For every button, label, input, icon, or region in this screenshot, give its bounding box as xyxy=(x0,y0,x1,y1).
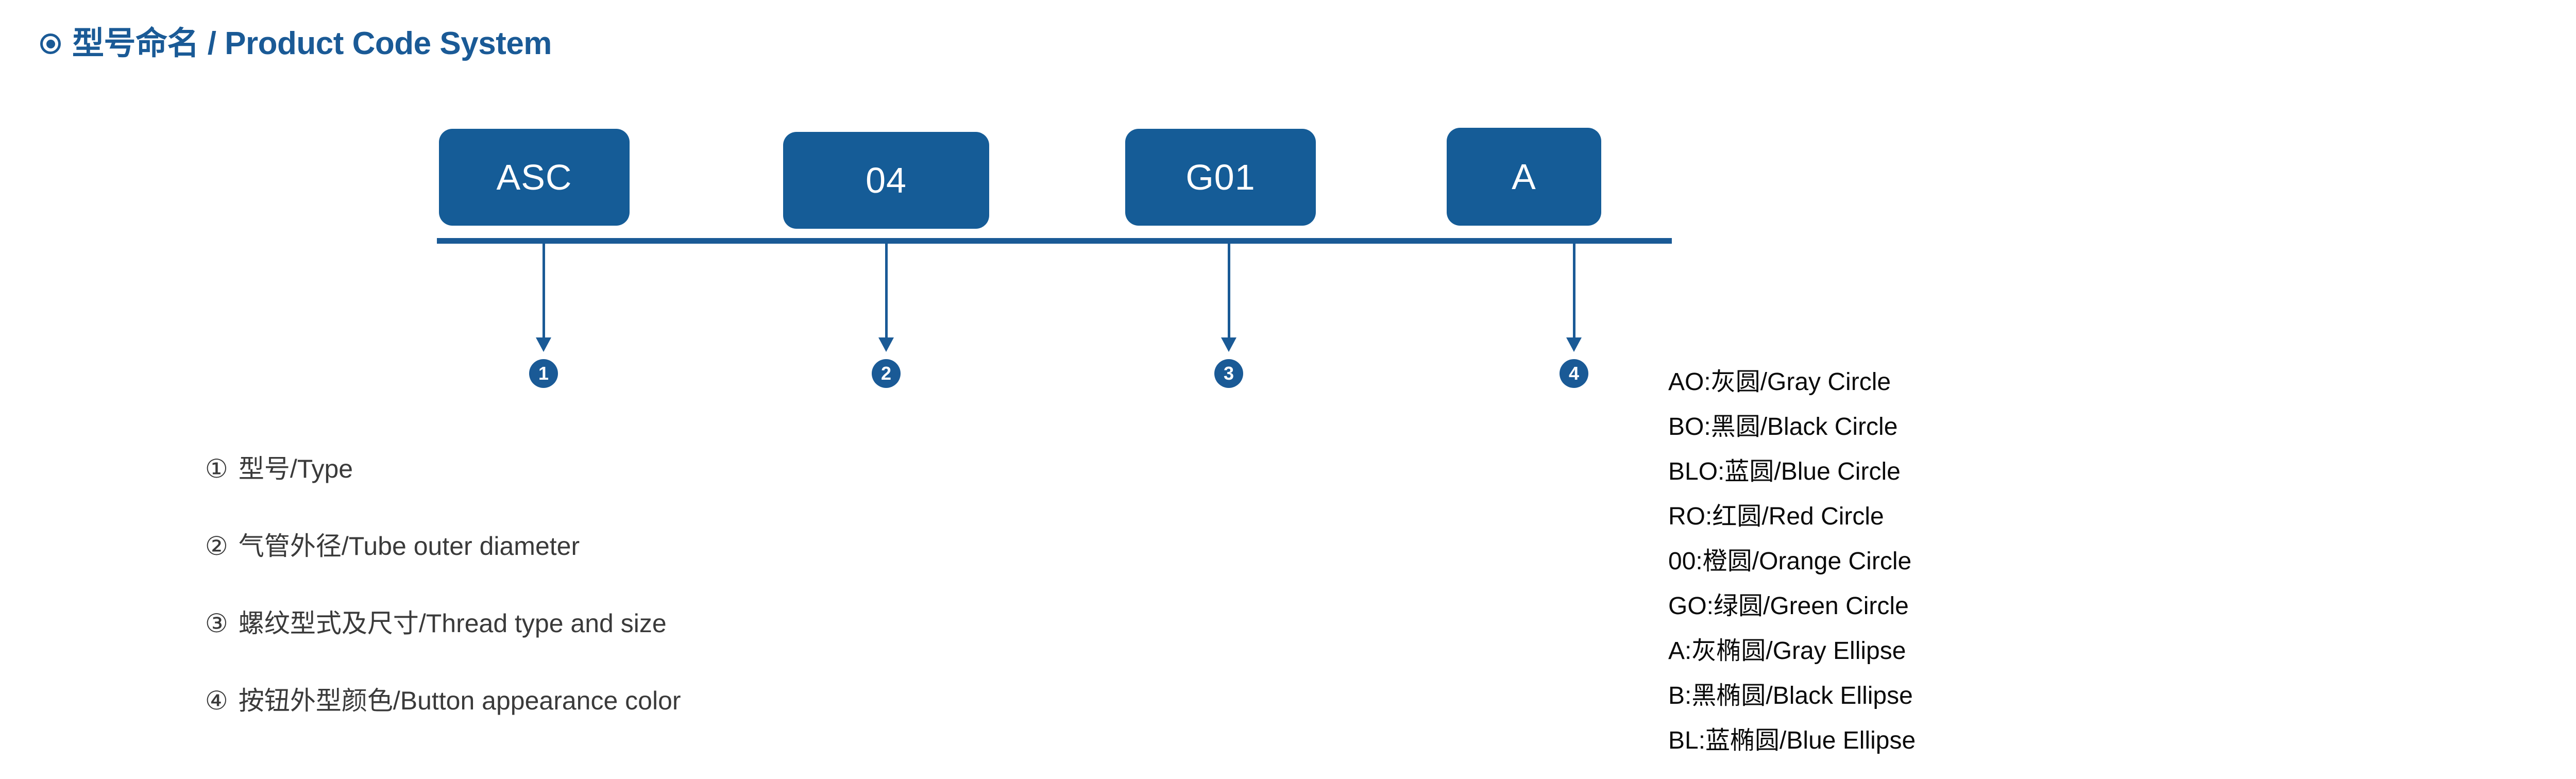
number-circle-2: 2 xyxy=(872,359,901,388)
legend-item-marker: ③ xyxy=(205,609,228,638)
color-option-item: B:黑椭圆/Black Ellipse xyxy=(1668,682,1913,709)
color-option-item: A:灰椭圆/Gray Ellipse xyxy=(1668,637,1906,665)
number-circle-4: 4 xyxy=(1560,359,1588,388)
legend-item-label: 螺纹型式及尺寸/Thread type and size xyxy=(238,609,667,638)
arrow-head-4 xyxy=(1566,337,1582,352)
legend-item-label: 按钮外型颜色/Button appearance color xyxy=(238,686,681,715)
number-circle-3: 3 xyxy=(1214,359,1243,388)
legend-item-label: 型号/Type xyxy=(238,454,353,483)
page-header: 型号命名 / Product Code System xyxy=(40,28,552,60)
leader-line-4 xyxy=(1573,244,1575,342)
arrow-head-3 xyxy=(1221,337,1236,352)
legend-item: ④ 按钮外型颜色/Button appearance color xyxy=(205,688,681,765)
leader-line-1 xyxy=(543,244,545,342)
leader-line-2 xyxy=(885,244,888,342)
code-box-1: ASC xyxy=(439,129,630,226)
legend-item: ③ 螺纹型式及尺寸/Thread type and size xyxy=(205,611,681,688)
leader-line-3 xyxy=(1228,244,1230,342)
legend-item: ① 型号/Type xyxy=(205,456,681,533)
baseline-rule xyxy=(437,238,1672,244)
number-circle-1: 1 xyxy=(529,359,558,388)
code-box-2: 04 xyxy=(783,132,989,229)
color-option-item: BO:黑圆/Black Circle xyxy=(1668,413,1898,441)
arrow-head-1 xyxy=(536,337,551,352)
code-box-4: A xyxy=(1447,128,1601,226)
color-option-item: BLO:蓝圆/Blue Circle xyxy=(1668,458,1901,485)
color-option-item: BL:蓝椭圆/Blue Ellipse xyxy=(1668,727,1916,754)
arrow-head-2 xyxy=(878,337,894,352)
color-option-item: 00:橙圆/Orange Circle xyxy=(1668,548,1912,575)
code-box-3: G01 xyxy=(1125,129,1316,226)
page-title: 型号命名 / Product Code System xyxy=(72,26,552,61)
legend-item-marker: ④ xyxy=(205,686,228,715)
color-option-item: RO:红圆/Red Circle xyxy=(1668,503,1884,530)
target-bullet-icon xyxy=(40,33,61,54)
legend-item-label: 气管外径/Tube outer diameter xyxy=(238,532,580,561)
legend-list: ① 型号/Type ② 气管外径/Tube outer diameter ③ 螺纹型式及尺… xyxy=(205,456,681,765)
legend-item-marker: ① xyxy=(205,454,228,483)
color-option-item: GO:绿圆/Green Circle xyxy=(1668,592,1909,620)
legend-item: ② 气管外径/Tube outer diameter xyxy=(205,533,681,611)
legend-item-marker: ② xyxy=(205,532,228,561)
color-option-item: AO:灰圆/Gray Circle xyxy=(1668,368,1891,396)
